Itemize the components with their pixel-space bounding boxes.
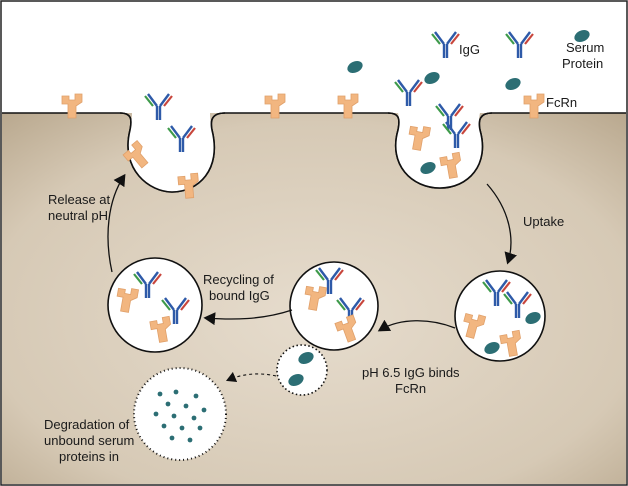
recycling-label-line2: bound IgG <box>209 288 270 303</box>
recycling-arrow <box>203 309 293 326</box>
left-invagination <box>128 113 215 192</box>
degradation-label-line1: Degradation of <box>44 417 130 432</box>
lysosome <box>133 367 227 461</box>
degradation-label-line2: unbound serum <box>44 433 134 448</box>
binds-label-line2: FcRn <box>395 381 426 396</box>
release-label-line2: neutral pH <box>48 208 108 223</box>
degradation-arrow <box>225 371 277 383</box>
recycling-endosome <box>107 257 203 353</box>
degradation-label-line3: proteins in <box>59 449 119 464</box>
sorting-endosome <box>289 261 379 351</box>
fcrn-label: FcRn <box>546 95 577 110</box>
uptake-arrow <box>486 183 517 265</box>
serum-label-line1: Serum <box>566 40 604 55</box>
recycling-label-line1: Recycling of <box>203 272 274 287</box>
release-arrow <box>107 173 126 273</box>
degradation-bud <box>276 344 328 396</box>
early-endosome <box>454 270 546 362</box>
serum-label-line2: Protein <box>562 56 603 71</box>
binding-arrow <box>377 319 456 332</box>
degraded-protein-dots <box>153 389 207 443</box>
igg-label: IgG <box>459 42 480 57</box>
uptake-label: Uptake <box>523 214 564 229</box>
release-label-line1: Release at <box>48 192 111 207</box>
binds-label-line1: pH 6.5 IgG binds <box>362 365 460 380</box>
